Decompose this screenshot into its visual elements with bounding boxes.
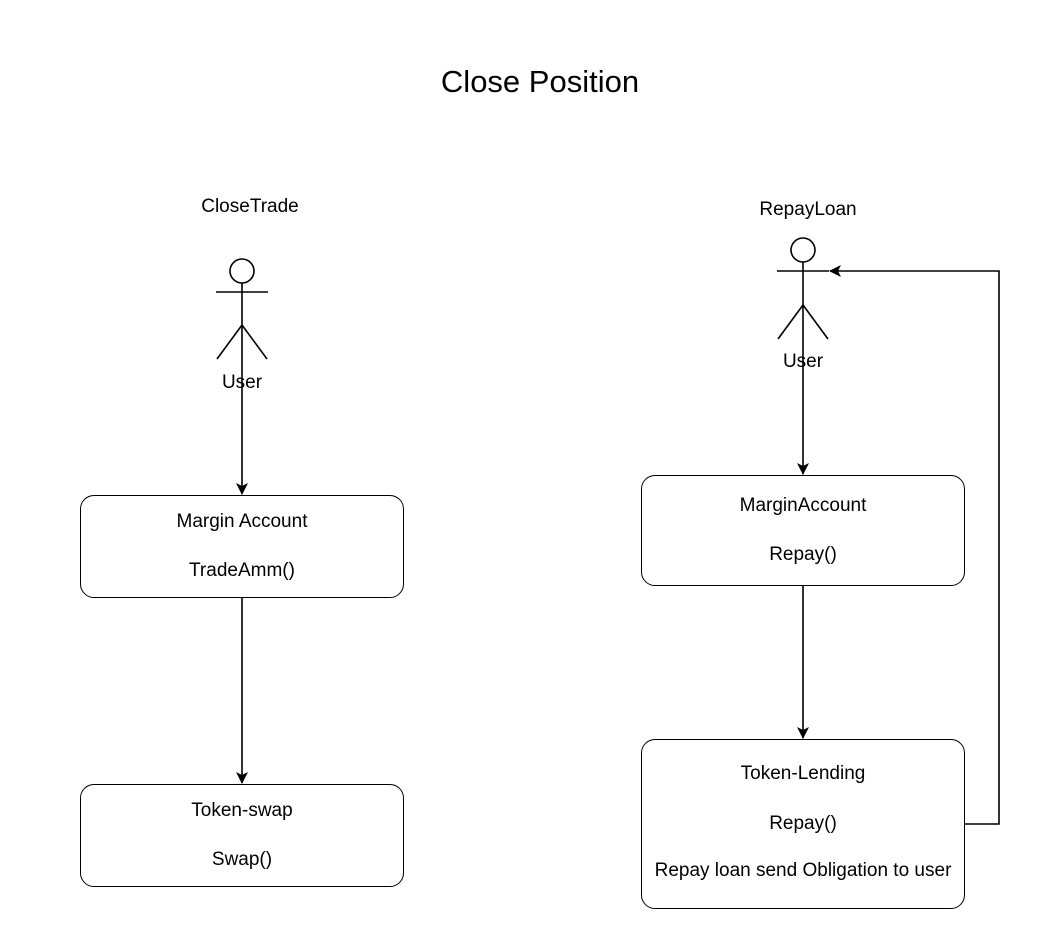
- repayloan-heading: RepayLoan: [759, 199, 857, 220]
- token-lending-repay-method: Repay(): [769, 813, 837, 834]
- actor-user-left: [216, 258, 268, 360]
- actor-label-left: User: [221, 372, 263, 393]
- token-swap-title: Token-swap: [191, 800, 293, 821]
- swap-method: Swap(): [211, 849, 273, 870]
- margin-account-title: Margin Account: [176, 511, 308, 532]
- actor-label-right: User: [782, 351, 824, 372]
- actor-user-right: [777, 237, 829, 340]
- arrow-token-lending-to-user: [829, 265, 1000, 825]
- token-swap-box: Token-swap Swap(): [80, 784, 404, 887]
- closetrade-heading: CloseTrade: [201, 196, 299, 217]
- trade-amm-method: TradeAmm(): [189, 560, 295, 581]
- token-lending-box: Token-Lending Repay() Repay loan send Ob…: [641, 739, 965, 909]
- repay-note: Repay loan send Obligation to user: [654, 860, 952, 881]
- marginaccount-box: MarginAccount Repay(): [641, 475, 965, 586]
- repay-method: Repay(): [769, 544, 837, 565]
- page-title: Close Position: [440, 64, 640, 99]
- marginaccount-title: MarginAccount: [739, 495, 867, 516]
- margin-account-box: Margin Account TradeAmm(): [80, 495, 404, 598]
- token-lending-title: Token-Lending: [740, 763, 866, 784]
